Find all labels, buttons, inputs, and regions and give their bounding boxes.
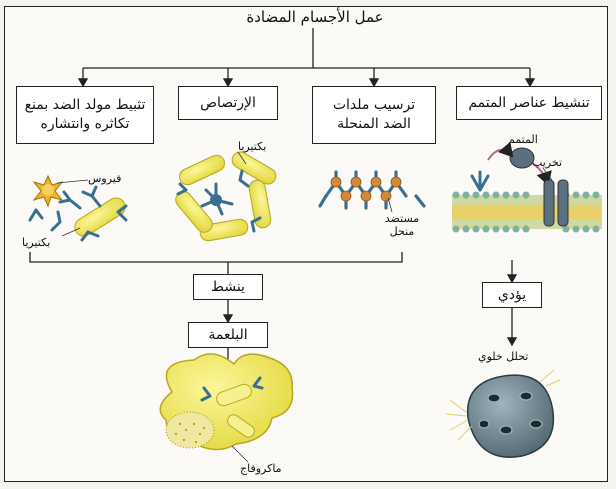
box-complement-activation-label: تنشيط عناصر المتمم [468, 94, 589, 113]
box-activates: ينشط [193, 274, 263, 300]
box-agglutination-label: الإرتصاص [200, 94, 256, 113]
label-complement: المتمم [508, 133, 538, 146]
box-phagocytosis-label: البلعمة [208, 326, 247, 345]
macrophage-art [160, 354, 292, 462]
precipitation-art [320, 172, 424, 212]
box-leads-to: يؤدي [482, 282, 542, 308]
label-destruction: تخريب [532, 156, 562, 169]
label-virus: فيروس [88, 172, 121, 185]
tree-connectors [83, 28, 530, 86]
box-complement-activation: تنشيط عناصر المتمم [456, 86, 602, 120]
label-bacteria-left: بكتيريا [22, 236, 50, 249]
label-macrophage: ماكروفاج [240, 462, 282, 475]
box-activates-label: ينشط [211, 278, 245, 297]
box-precipitation-label: ترسيب ملدات الضد المنحلة [317, 96, 431, 134]
label-bacteria-agglutination: بكتيريا [238, 140, 266, 153]
neutralization-art [30, 176, 129, 240]
complement-art [452, 148, 602, 233]
box-leads-to-label: يؤدي [498, 286, 526, 305]
box-neutralization-label: تثبيط مولد الضد بمنع تكاثره وانتشاره [21, 96, 149, 134]
box-agglutination: الإرتصاص [178, 86, 278, 120]
lysed-cell-art [446, 370, 560, 457]
box-phagocytosis: البلعمة [188, 322, 268, 348]
activation-brace [30, 252, 402, 370]
label-cell-lysis: تحلل خلوي [478, 350, 528, 363]
box-precipitation: ترسيب ملدات الضد المنحلة [312, 86, 436, 144]
label-soluble-antigen: مستضد منحل [378, 212, 426, 238]
diagram-title: عمل الأجسام المضادة [240, 8, 390, 26]
agglutination-art [172, 149, 278, 242]
box-neutralization: تثبيط مولد الضد بمنع تكاثره وانتشاره [16, 86, 154, 144]
